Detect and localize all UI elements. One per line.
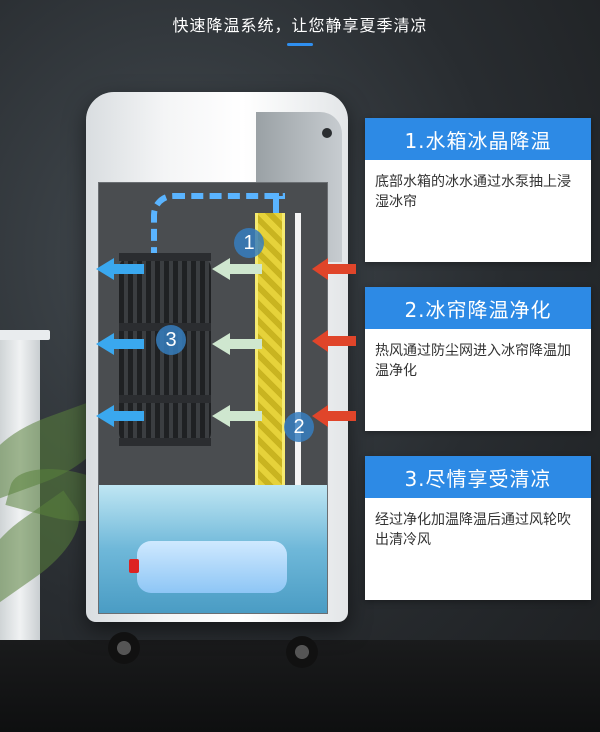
- cool-air-arrow-icon: [96, 258, 144, 280]
- info-card-3: 3.尽情享受清凉 经过净化加温降温后通过风轮吹出清冷风: [365, 456, 591, 600]
- dust-filter: [295, 213, 301, 503]
- fan-rotor-ring: [119, 253, 211, 261]
- card-body: 热风通过防尘网进入冰帘降温加温净化: [375, 343, 571, 379]
- side-table-top: [0, 330, 50, 340]
- card-title: 2.冰帘降温净化: [365, 287, 591, 329]
- card-title: 1.水箱冰晶降温: [365, 118, 591, 160]
- card-title: 3.尽情享受清凉: [365, 456, 591, 498]
- card-body: 经过净化加温降温后通过风轮吹出清冷风: [375, 512, 571, 548]
- filtered-air-arrow-icon: [212, 258, 262, 280]
- ice-bottle: [137, 541, 287, 593]
- hot-air-arrow-icon: [312, 258, 356, 280]
- ice-curtain: [255, 213, 285, 503]
- fan-rotor-ring: [119, 438, 211, 446]
- filtered-air-arrow-icon: [212, 405, 262, 427]
- hot-air-arrow-icon: [312, 330, 356, 352]
- headline-underline: [287, 43, 313, 46]
- card-body: 底部水箱的冰水通过水泵抽上浸湿冰帘: [375, 174, 571, 210]
- air-cooler-device: [86, 92, 348, 622]
- step-badge-2: 2: [284, 412, 314, 442]
- device-knob-icon: [322, 128, 332, 138]
- water-pipe-drop: [273, 193, 279, 213]
- filtered-air-arrow-icon: [212, 333, 262, 355]
- info-card-2: 2.冰帘降温净化 热风通过防尘网进入冰帘降温加温净化: [365, 287, 591, 431]
- ice-bottle-cap: [129, 559, 139, 573]
- device-cutaway: [98, 182, 328, 614]
- step-badge-3: 3: [156, 325, 186, 355]
- info-card-1: 1.水箱冰晶降温 底部水箱的冰水通过水泵抽上浸湿冰帘: [365, 118, 591, 262]
- cool-air-arrow-icon: [96, 405, 144, 427]
- step-badge-1: 1: [234, 228, 264, 258]
- hot-air-arrow-icon: [312, 405, 356, 427]
- headline: 快速降温系统，让您静享夏季清凉: [172, 16, 428, 35]
- fan-rotor-ring: [119, 395, 211, 403]
- cool-air-arrow-icon: [96, 333, 144, 355]
- wheel: [108, 632, 140, 664]
- water-tank: [99, 485, 327, 613]
- wheel: [286, 636, 318, 668]
- water-pipe: [151, 193, 285, 289]
